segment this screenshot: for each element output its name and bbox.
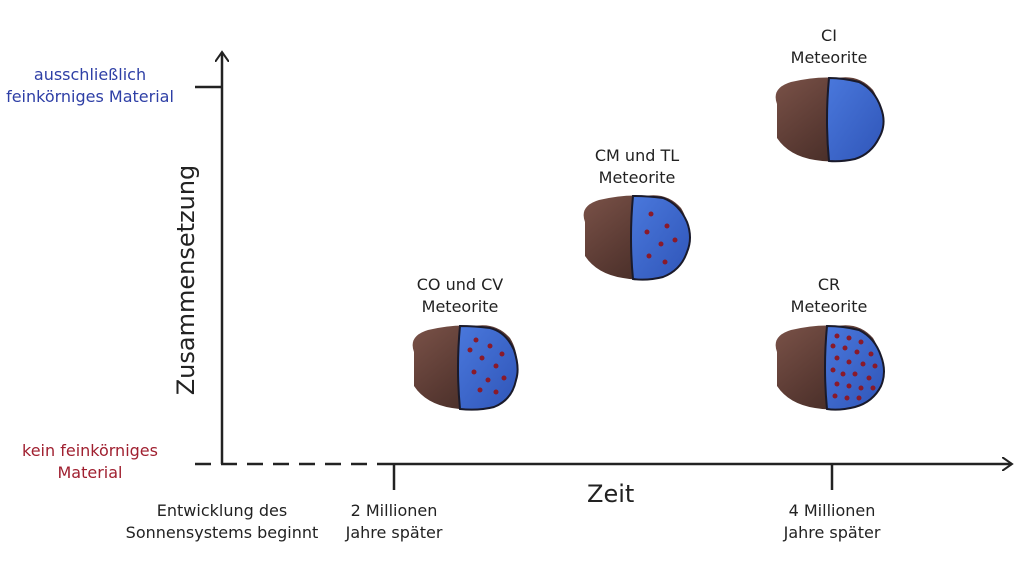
x-tick-label-2m: 2 Millionen Jahre später	[314, 500, 474, 544]
y-axis-top-label: ausschließlich feinkörniges Material	[0, 64, 180, 108]
x-tick-label-4m-line-2: Jahre später	[783, 523, 881, 542]
y-axis-title: Zusammensetzung	[172, 164, 200, 396]
y-axis-bottom-label: kein feinkörniges Material	[0, 440, 180, 484]
x-tick-label-2m-line-1: 2 Millionen	[350, 501, 438, 520]
meteorite-cr-label-line-2: Meteorite	[790, 297, 868, 316]
x-tick-label-start: Entwicklung des Sonnensystems beginnt	[112, 500, 332, 544]
meteorite-cr-image	[775, 324, 885, 411]
meteorite-ci-label: CI Meteorite	[769, 25, 889, 69]
x-tick-label-start-line-2: Sonnensystems beginnt	[125, 523, 319, 542]
meteorite-co-cv-label-line-1: CO und CV	[416, 275, 504, 294]
meteorite-ci-image	[775, 76, 885, 163]
meteorite-cm-tl-label-line-2: Meteorite	[598, 168, 676, 187]
meteorite-co-cv-image	[412, 324, 519, 411]
y-axis-bottom-label-line-2: Material	[57, 463, 123, 482]
meteorite-ci-label-line-1: CI	[821, 26, 837, 45]
y-axis-bottom-label-line-1: kein feinkörniges	[22, 441, 158, 460]
y-axis-top-label-line-1: ausschließlich	[33, 65, 147, 84]
meteorite-co-cv-label: CO und CV Meteorite	[400, 274, 520, 318]
meteorite-cr-label-line-1: CR	[817, 275, 841, 294]
x-tick-label-2m-line-2: Jahre später	[345, 523, 443, 542]
meteorite-cm-tl-label-line-1: CM und TL	[594, 146, 680, 165]
x-tick-label-4m-line-1: 4 Millionen	[788, 501, 876, 520]
meteorite-co-cv-label-line-2: Meteorite	[421, 297, 499, 316]
meteorite-cm-tl-label: CM und TL Meteorite	[577, 145, 697, 189]
x-axis-title: Zeit	[587, 480, 635, 508]
meteorite-cr-label: CR Meteorite	[769, 274, 889, 318]
y-axis-top-label-line-2: feinkörniges Material	[6, 87, 174, 106]
meteorite-cm-tl-image	[583, 194, 691, 281]
x-tick-label-4m: 4 Millionen Jahre später	[752, 500, 912, 544]
x-tick-label-start-line-1: Entwicklung des	[156, 501, 288, 520]
meteorite-ci-label-line-2: Meteorite	[790, 48, 868, 67]
